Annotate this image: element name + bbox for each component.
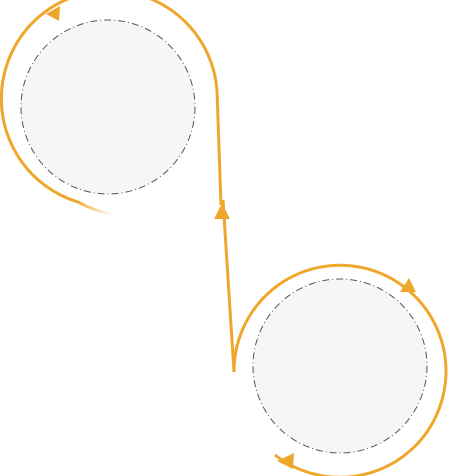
bottom-right-orbit-arc <box>232 263 448 476</box>
arrow-top-left-icon <box>46 6 60 21</box>
top-left-circle-node <box>20 19 196 195</box>
arrow-bottom-right-upper-icon <box>400 278 416 292</box>
arrow-bottom-right-lower-icon <box>277 453 294 469</box>
arrow-connector-up-icon <box>214 203 230 219</box>
connector-line <box>215 89 236 373</box>
bottom-right-circle-node <box>252 278 428 454</box>
top-left-orbit-fade-tail <box>77 200 113 216</box>
top-left-orbit-arc <box>0 0 219 204</box>
